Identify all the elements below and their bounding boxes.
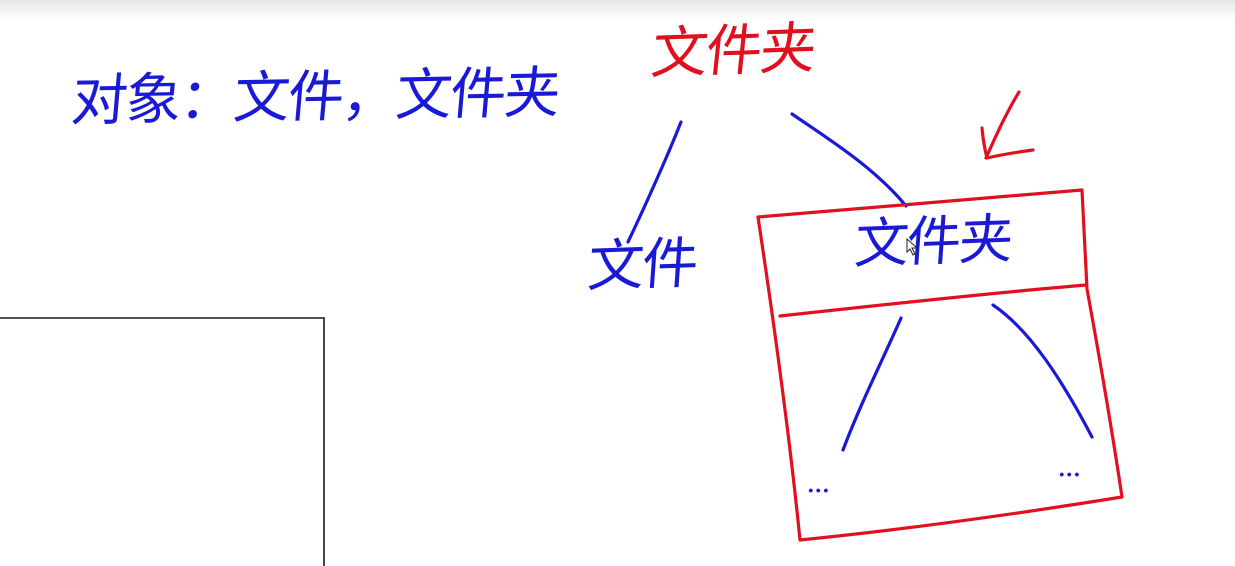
cursor-icon [906,238,919,256]
root-folder-label: 文件夹 [648,16,818,87]
edge-subfolder-left [841,316,903,452]
file-node-label: 文件 [585,231,699,300]
folder-box-divider [778,283,1088,318]
ellipsis-left: ... [806,465,831,500]
subfolder-node-label: 文件夹 [852,207,1014,276]
edge-root-to-file [626,120,683,244]
arrow-annotation-icon [980,90,1035,160]
folder-box [756,188,1124,542]
partial-rectangle [0,317,325,566]
ellipsis-right: ... [1057,449,1082,484]
top-shadow-strip [0,0,1235,20]
edge-subfolder-right [991,303,1094,439]
edge-root-to-folder [790,112,908,208]
objects-note: 对象：文件，文件夹 [68,60,562,135]
